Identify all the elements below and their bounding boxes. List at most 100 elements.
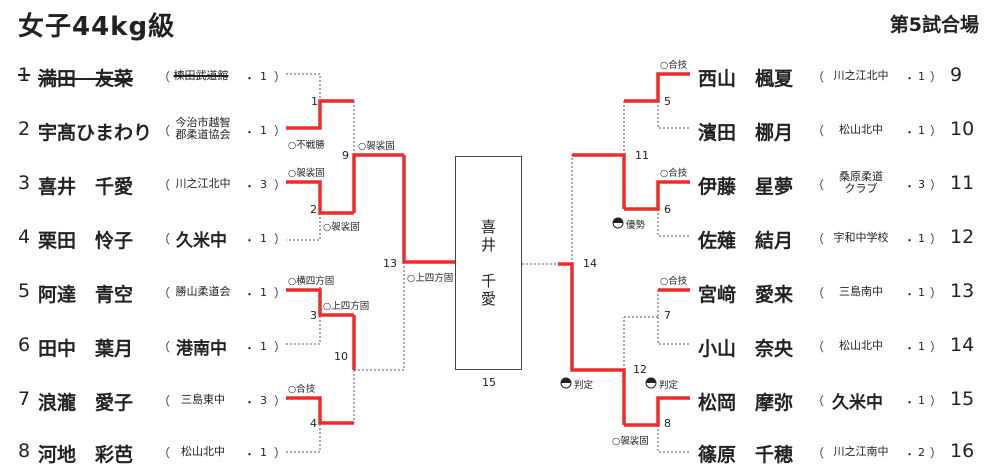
match-marks bbox=[560, 217, 657, 389]
player-name: 宮﨑 愛来 bbox=[698, 284, 794, 306]
player-grade: 1 bbox=[918, 70, 925, 83]
match-result: ○合技 bbox=[660, 276, 688, 287]
match-result: ○上四方固 bbox=[323, 301, 370, 312]
bracket-line bbox=[402, 155, 455, 264]
paren-open: （ bbox=[812, 286, 825, 300]
paren-close: ） bbox=[274, 124, 287, 138]
paren-open: （ bbox=[158, 446, 171, 460]
match-number: 12 bbox=[633, 363, 647, 376]
player-name: 西山 楓夏 bbox=[698, 68, 794, 90]
bracket-line bbox=[657, 101, 690, 129]
paren-open: （ bbox=[812, 124, 825, 138]
match-result: ○合技 bbox=[660, 168, 688, 179]
match-number: 4 bbox=[310, 417, 317, 430]
bracket-line bbox=[286, 315, 321, 345]
player-name: 宇髙ひまわり bbox=[38, 122, 153, 144]
bracket-line bbox=[352, 153, 404, 213]
bracket-line bbox=[624, 72, 690, 103]
player-name: 小山 奈央 bbox=[698, 338, 794, 360]
dot: ・ bbox=[244, 180, 255, 193]
dot: ・ bbox=[904, 180, 915, 193]
player-grade: 2 bbox=[918, 446, 925, 459]
player-grade: 3 bbox=[260, 394, 267, 407]
bracket-winner-lines bbox=[286, 72, 690, 427]
dot: ・ bbox=[904, 126, 915, 139]
dot: ・ bbox=[904, 234, 915, 247]
player-name: 栗田 怜子 bbox=[38, 230, 134, 252]
player-affiliation: 桑原柔道 bbox=[839, 170, 883, 183]
paren-open: （ bbox=[812, 70, 825, 84]
dot: ・ bbox=[904, 288, 915, 301]
player-name: 田中 葉月 bbox=[38, 338, 134, 360]
paren-close: ） bbox=[274, 340, 287, 354]
dot: ・ bbox=[904, 448, 915, 461]
champion-box: 喜 井 千 愛 bbox=[455, 156, 522, 370]
player-grade: 1 bbox=[260, 286, 267, 299]
match-number: 9 bbox=[342, 149, 349, 162]
player-affiliation: 久米中 bbox=[832, 393, 883, 413]
player-number: 13 bbox=[950, 280, 975, 302]
match-result: ○袈裟固 bbox=[323, 222, 360, 233]
match-number: 5 bbox=[664, 95, 671, 108]
match-result: 判定 bbox=[574, 380, 594, 391]
match-result: ○横四方固 bbox=[288, 276, 335, 287]
paren-close: ） bbox=[274, 286, 287, 300]
player-affiliation: 三島東中 bbox=[181, 393, 225, 406]
player-name: 阿達 青空 bbox=[38, 284, 134, 306]
player-affiliation: 松山北中 bbox=[839, 123, 883, 136]
player-grade: 1 bbox=[260, 124, 267, 137]
paren-close: ） bbox=[930, 394, 943, 408]
paren-open: （ bbox=[158, 232, 171, 246]
player-affiliation: 松山北中 bbox=[181, 445, 225, 458]
player-affiliation-line2: 郡柔道協会 bbox=[175, 128, 231, 141]
player-affiliation: 港南中 bbox=[176, 339, 227, 359]
player-name: 佐薙 結月 bbox=[698, 230, 794, 252]
player-affiliation: 宇和中学校 bbox=[833, 231, 889, 244]
match-number: 14 bbox=[583, 257, 597, 270]
player-name: 篠原 千穂 bbox=[698, 444, 794, 466]
player-name: 松岡 摩弥 bbox=[698, 392, 794, 414]
paren-close: ） bbox=[930, 70, 943, 84]
paren-close: ） bbox=[274, 394, 287, 408]
player-name: 伊藤 星夢 bbox=[698, 176, 794, 198]
paren-close: ） bbox=[930, 178, 943, 192]
champion-name-char: 喜 bbox=[480, 218, 496, 236]
match-number: 3 bbox=[310, 309, 317, 322]
match-result: ○上四方固 bbox=[407, 273, 454, 284]
player-grade: 1 bbox=[918, 232, 925, 245]
paren-open: （ bbox=[812, 232, 825, 246]
player-grade: 1 bbox=[260, 70, 267, 83]
player-affiliation: 久米中 bbox=[176, 231, 227, 251]
paren-open: （ bbox=[812, 178, 825, 192]
player-number: 2 bbox=[18, 118, 31, 140]
match-result: ○合技 bbox=[660, 60, 688, 71]
player-affiliation: 勝山柔道会 bbox=[175, 285, 231, 298]
paren-open: （ bbox=[158, 124, 171, 138]
player-affiliation-line2: クラブ bbox=[844, 182, 878, 195]
match-result: 優勢 bbox=[626, 220, 646, 231]
player-number: 4 bbox=[18, 226, 31, 248]
player-number: 10 bbox=[950, 118, 975, 140]
player-number: 12 bbox=[950, 226, 975, 248]
dot: ・ bbox=[244, 126, 255, 139]
dot: ・ bbox=[244, 234, 255, 247]
player-number: 5 bbox=[18, 280, 31, 302]
player-name: 濱田 梛月 bbox=[698, 122, 794, 144]
player-grade: 1 bbox=[918, 286, 925, 299]
champion-name-char: 千 bbox=[480, 272, 496, 290]
champion-name-char: 愛 bbox=[480, 290, 496, 308]
match-result: ○合技 bbox=[288, 384, 316, 395]
bracket-line bbox=[354, 154, 405, 262]
dot: ・ bbox=[904, 72, 915, 85]
paren-close: ） bbox=[930, 286, 943, 300]
dot: ・ bbox=[244, 448, 255, 461]
player-grade: 3 bbox=[918, 178, 925, 191]
player-number: 6 bbox=[18, 334, 31, 356]
paren-close: ） bbox=[274, 446, 287, 460]
match-number: 10 bbox=[334, 350, 348, 363]
match-number: 1 bbox=[311, 95, 318, 108]
match-result: ○袈裟固 bbox=[358, 141, 395, 152]
decision-mark-icon bbox=[561, 378, 571, 383]
bracket-line bbox=[286, 73, 321, 101]
